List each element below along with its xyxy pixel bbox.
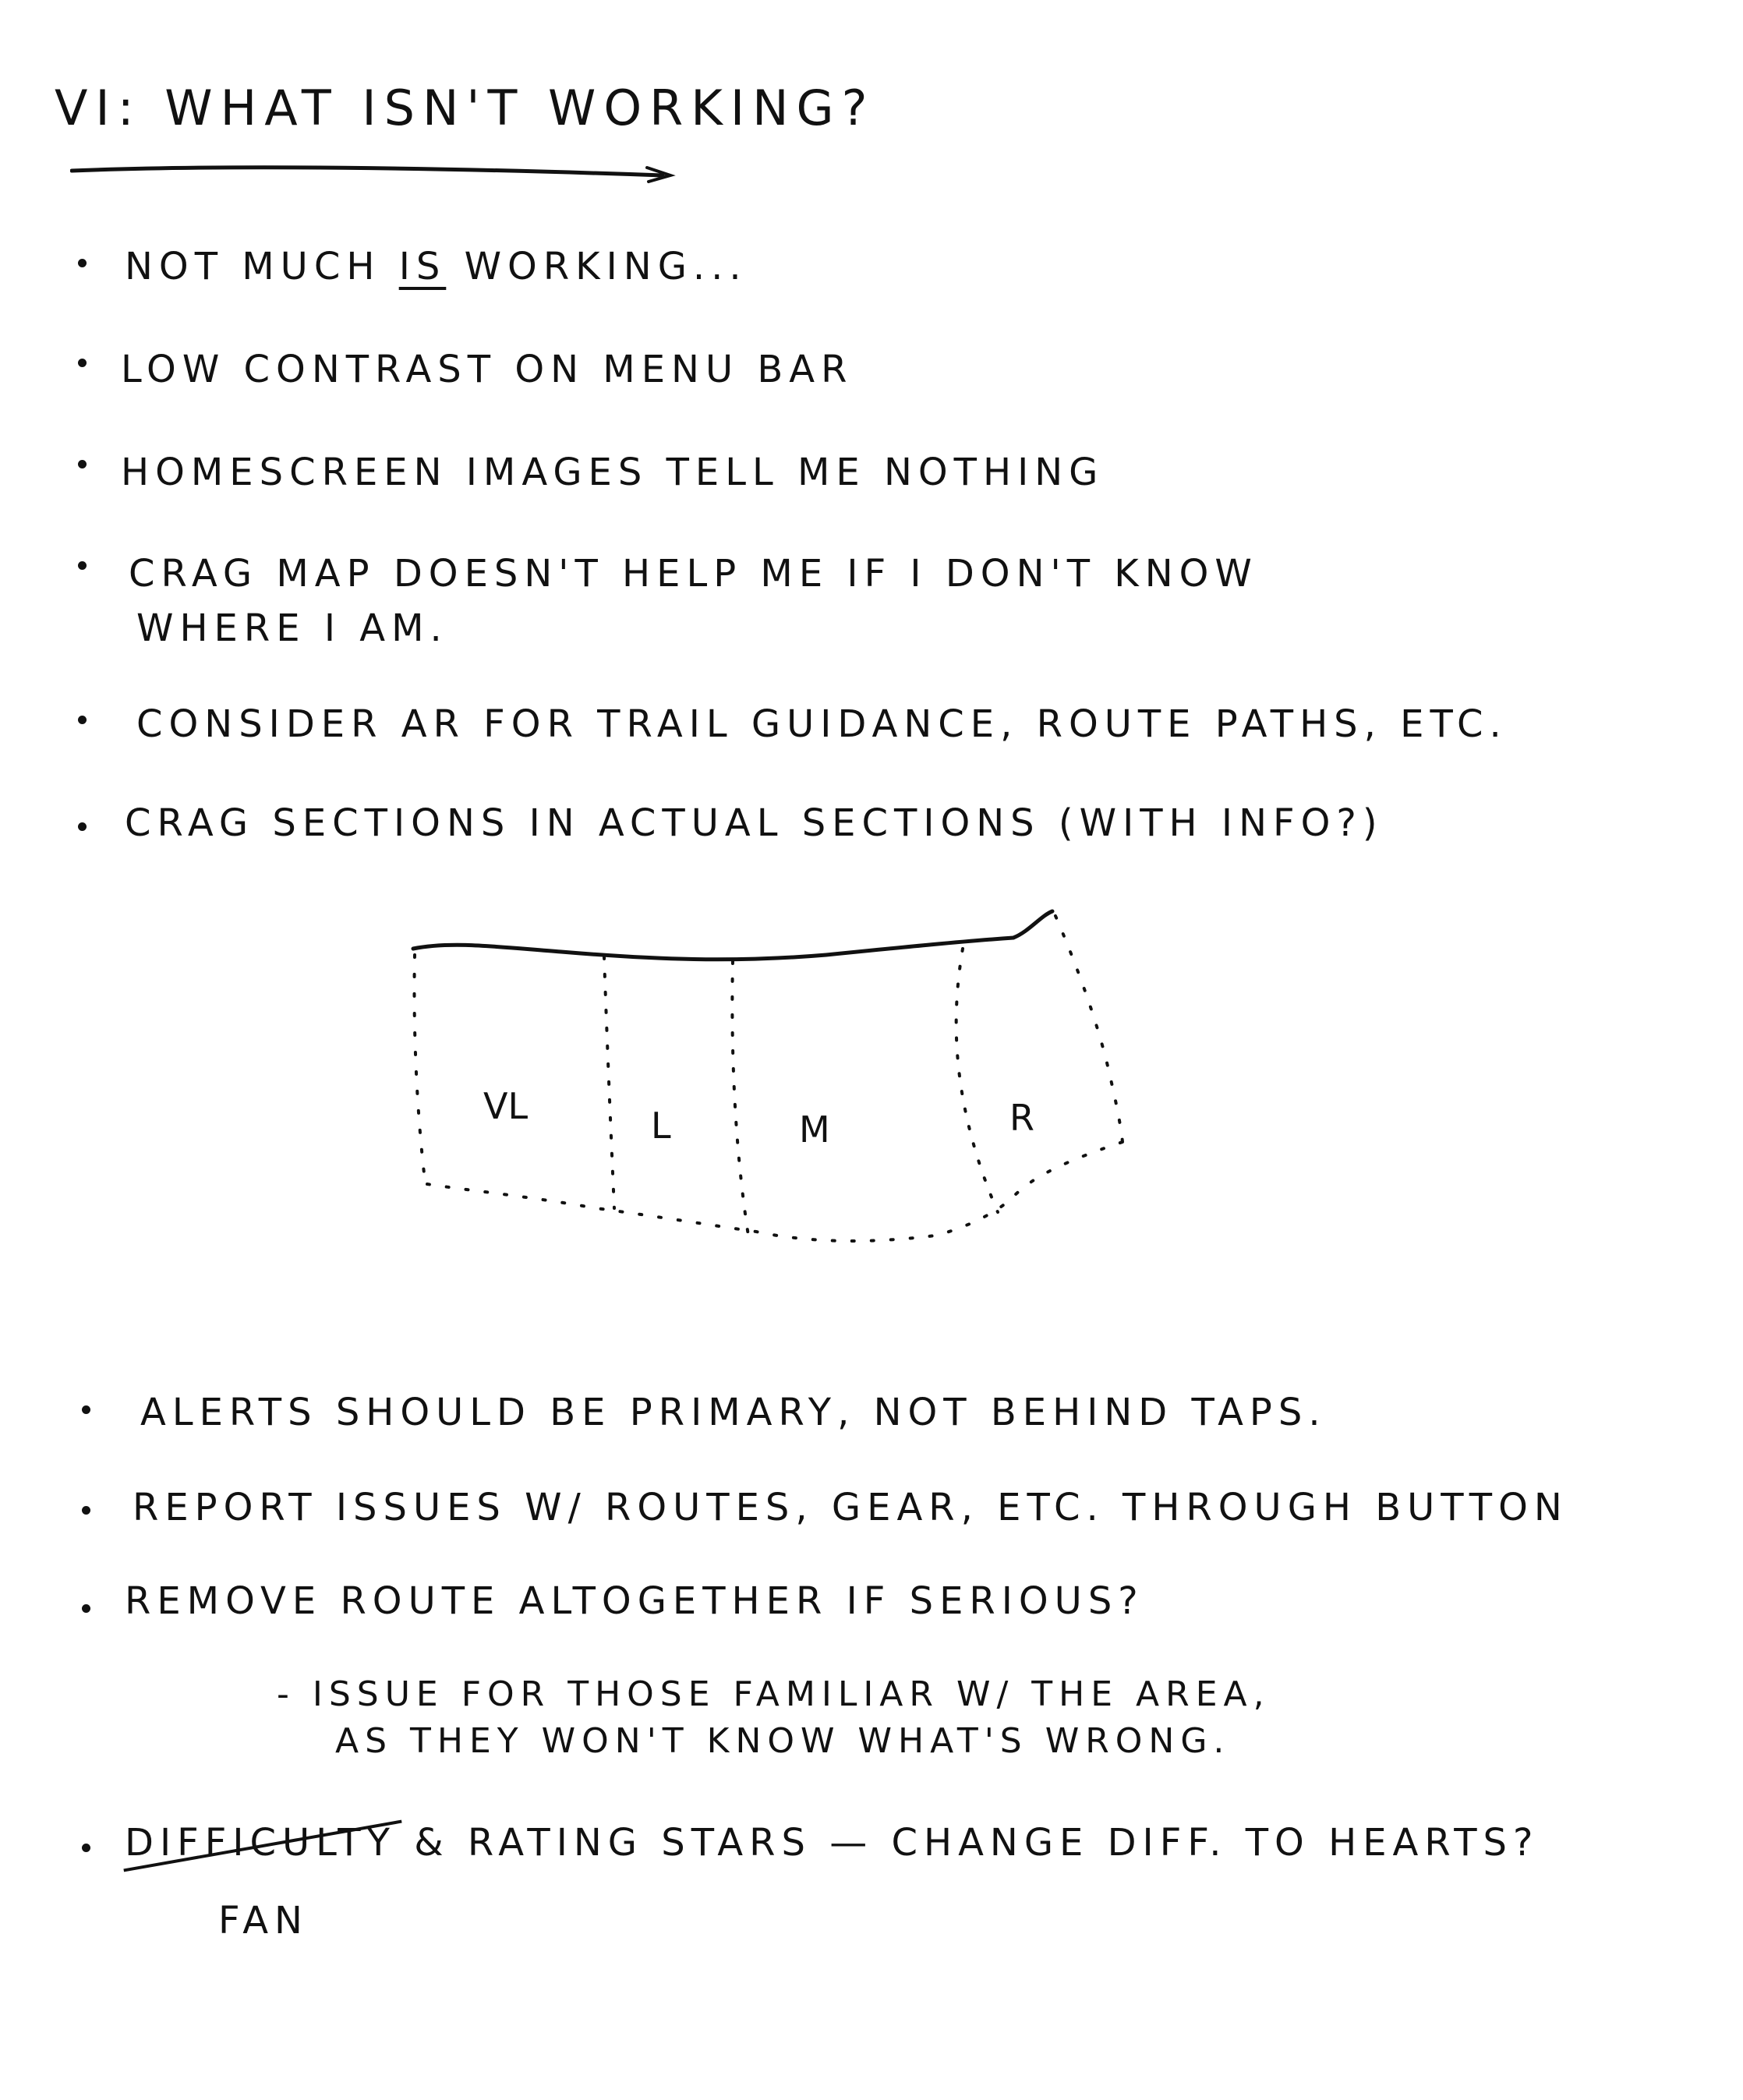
note-low-contrast: LOW CONTRAST ON MENU BAR [121,348,854,391]
note-text: WORKING... [464,245,748,288]
title-underline [70,165,676,183]
note-difficulty-rating: DIFFICULTY & RATING STARS — CHANGE DIFF.… [123,1819,1539,1872]
bullet-dot [82,1405,90,1414]
emphasized-word: IS [398,245,447,288]
bullet-dot [78,716,87,724]
section-label-r: R [1009,1097,1034,1139]
crag-left-edge [412,953,426,1175]
section-label-l: L [651,1105,671,1147]
crag-top-edge [411,909,1055,962]
note-crag-map-line1: CRAG MAP DOESN'T HELP ME IF I DON'T KNOW [129,552,1258,596]
note-homescreen-images: HOMESCREEN IMAGES TELL ME NOTHING [121,451,1105,494]
crag-right-edge [1054,914,1124,1144]
bullet-dot [82,1604,90,1613]
bullet-dot [78,561,87,570]
correction-word: FAN [218,1899,309,1943]
bullet-dot [78,460,87,468]
bullet-dot [82,1506,90,1515]
struck-word: DIFFICULTY [123,1819,402,1872]
section-label-m: M [799,1108,830,1151]
crag-sections-sketch: VL L M R [411,909,1124,1243]
crag-divider-3 [954,947,999,1214]
crag-bottom-edge [426,1140,1124,1243]
note-report-issues: REPORT ISSUES W/ ROUTES, GEAR, ETC. THRO… [133,1486,1568,1529]
section-label-vl: VL [483,1085,528,1127]
bullet-dot [78,259,87,267]
crag-divider-1 [603,955,616,1210]
page-title: VI: WHAT ISN'T WORKING? [55,80,875,136]
note-crag-map-line2: WHERE I AM. [136,606,448,650]
note-remove-route-sub-line2: AS THEY WON'T KNOW WHAT'S WRONG. [335,1721,1231,1761]
note-consider-ar: CONSIDER AR FOR TRAIL GUIDANCE, ROUTE PA… [136,702,1508,746]
note-not-much-working: NOT MUCH IS WORKING... [125,248,748,285]
note-text: NOT MUCH [125,245,381,288]
crag-divider-2 [730,960,750,1237]
note-text: & RATING STARS — CHANGE DIFF. TO HEARTS? [414,1821,1540,1865]
note-remove-route: REMOVE ROUTE ALTOGETHER IF SERIOUS? [125,1579,1144,1623]
bullet-dot [82,1844,90,1852]
bullet-dot [78,359,87,367]
note-remove-route-sub-line1: - ISSUE FOR THOSE FAMILIAR W/ THE AREA, [277,1674,1271,1714]
note-alerts-primary: ALERTS SHOULD BE PRIMARY, NOT BEHIND TAP… [140,1391,1327,1434]
bullet-dot [78,822,87,831]
note-crag-sections: CRAG SECTIONS IN ACTUAL SECTIONS (WITH I… [125,801,1384,845]
